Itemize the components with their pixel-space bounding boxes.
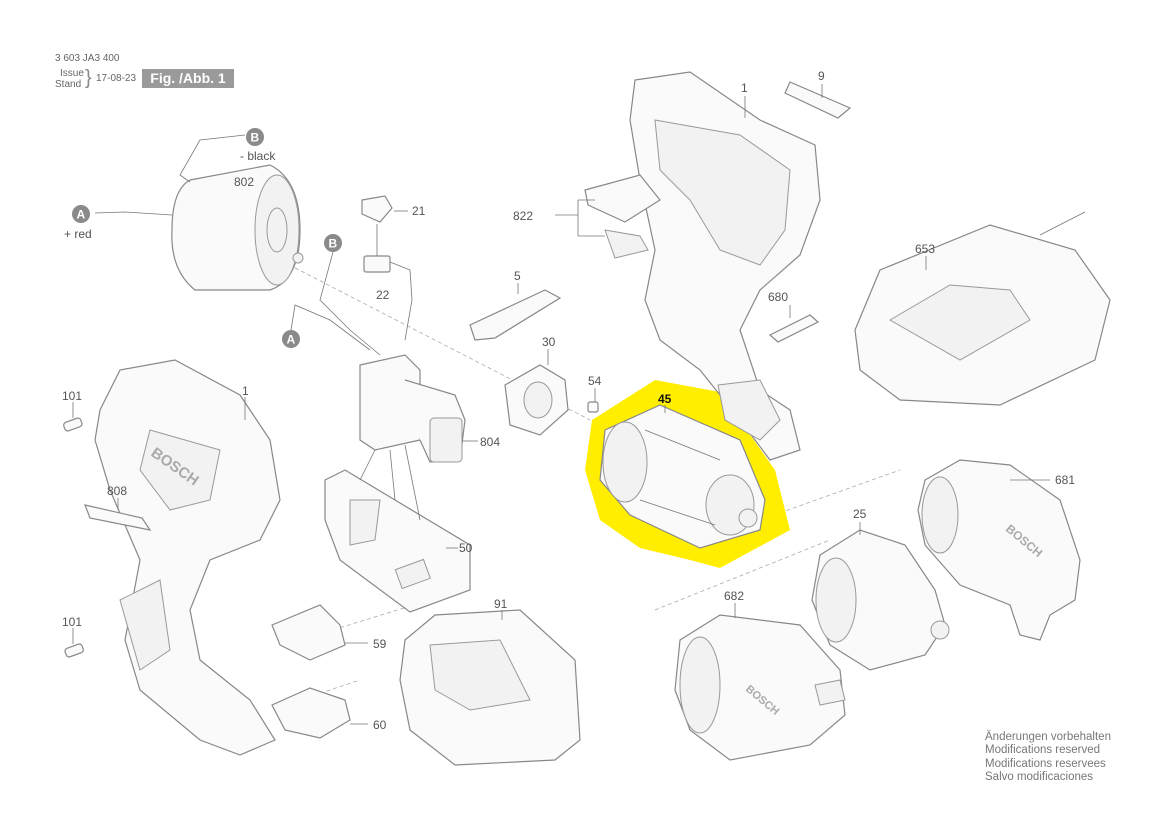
- svg-text:B: B: [329, 237, 338, 251]
- label-part-1-housing: 1: [242, 384, 249, 398]
- part-5: [469, 283, 562, 341]
- label-part-25: 25: [853, 507, 867, 521]
- wire-marker-a-left: A: [72, 205, 90, 223]
- label-part-804: 804: [480, 435, 500, 449]
- stand-label: Stand: [55, 79, 82, 90]
- wire-lead-red: [290, 304, 371, 351]
- svg-text:A: A: [287, 333, 296, 347]
- note-line: Änderungen vorbehalten: [985, 731, 1111, 743]
- screw-101-top: [63, 402, 83, 432]
- label-part-101-top: 101: [62, 389, 82, 403]
- label-part-808: 808: [107, 484, 127, 498]
- label-part-9: 9: [818, 69, 825, 83]
- part-21: [361, 195, 408, 223]
- issue-label: Issue: [60, 68, 84, 79]
- wire-lead-black: [319, 251, 381, 356]
- part-680: [768, 305, 820, 343]
- label-part-30: 30: [542, 335, 556, 349]
- label-part-5: 5: [514, 269, 521, 283]
- label-part-54: 54: [588, 374, 602, 388]
- label-part-682: 682: [724, 589, 744, 603]
- label-part-60: 60: [373, 718, 387, 732]
- label-part-681: 681: [1055, 473, 1075, 487]
- label-part-50: 50: [459, 541, 473, 555]
- label-part-91: 91: [494, 597, 508, 611]
- pcb-50: [324, 444, 471, 613]
- svg-text:B: B: [251, 131, 260, 145]
- label-part-1-handle: 1: [741, 81, 748, 95]
- screw-101-bottom: [64, 628, 84, 658]
- chuck-25: [811, 522, 950, 671]
- part-54: [587, 388, 599, 413]
- label-part-653: 653: [915, 242, 935, 256]
- wire-caption-black: - black: [240, 149, 276, 163]
- assembly-axis-chucks: [654, 539, 831, 611]
- note-line: Modifications reservees: [985, 757, 1106, 770]
- figure-label: Fig. /Abb. 1: [142, 69, 234, 88]
- part-59: [271, 604, 368, 661]
- part-808: [84, 498, 152, 531]
- label-part-822: 822: [513, 209, 533, 223]
- switch-804: [359, 354, 478, 463]
- label-part-802: 802: [234, 175, 254, 189]
- part-9: [784, 81, 852, 119]
- note-line: Modifications reserved: [985, 744, 1101, 757]
- document-number: 3 603 JA3 400: [55, 53, 120, 64]
- label-part-21: 21: [412, 204, 426, 218]
- wire-caption-red: + red: [64, 227, 92, 241]
- part-30: [504, 349, 569, 436]
- housing-half-1-left: [94, 359, 281, 756]
- svg-text:A: A: [77, 208, 86, 222]
- housing-half-1-right: [629, 71, 821, 461]
- label-part-59: 59: [373, 637, 387, 651]
- wire-marker-b-top: B: [246, 128, 264, 146]
- motor-802: [94, 134, 304, 291]
- battery-91: [399, 609, 581, 766]
- wire-marker-b-mid: B: [324, 234, 342, 252]
- part-22: [363, 224, 413, 341]
- note-line: Salvo modificaciones: [985, 770, 1094, 783]
- wire-marker-a-mid: A: [282, 330, 300, 348]
- label-part-22: 22: [376, 288, 390, 302]
- label-part-680: 680: [768, 290, 788, 304]
- adapter-681: [917, 459, 1081, 641]
- label-part-45: 45: [658, 392, 672, 406]
- issue-date: 17-08-23: [96, 73, 137, 84]
- label-part-101-bottom: 101: [62, 615, 82, 629]
- part-60: [271, 687, 368, 739]
- charger-653: [854, 211, 1111, 406]
- part-822: [555, 174, 661, 259]
- issue-brace: }: [85, 67, 92, 89]
- modification-notes: Änderungen vorbehalten Modifications res…: [985, 731, 1111, 784]
- adapter-682: [674, 603, 846, 761]
